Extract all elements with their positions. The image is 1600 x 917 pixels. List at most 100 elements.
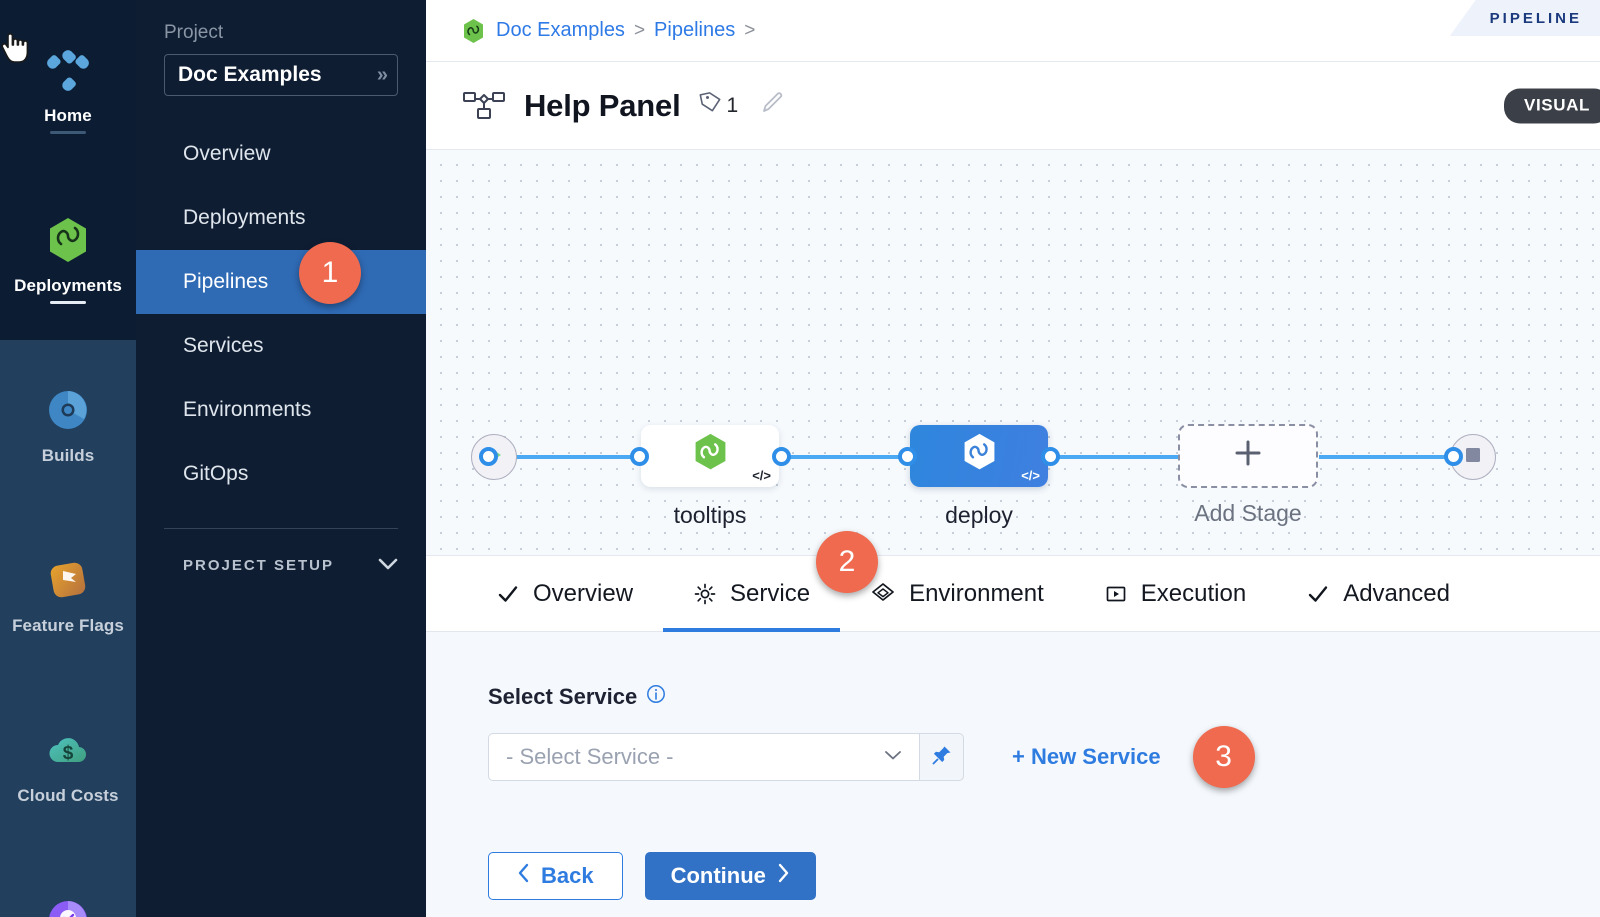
feature-flags-icon bbox=[42, 554, 94, 606]
breadcrumb-separator: > bbox=[633, 19, 646, 41]
tag-icon bbox=[697, 90, 723, 121]
sidebar-item-deployments[interactable]: Deployments bbox=[136, 186, 426, 250]
stage-node-tooltips[interactable]: </> bbox=[641, 425, 779, 487]
port-deploy-out[interactable] bbox=[1041, 447, 1060, 466]
chevron-left-icon bbox=[517, 863, 530, 889]
callout-number: 3 bbox=[1215, 740, 1232, 773]
rail-item-home[interactable]: Home bbox=[0, 0, 136, 170]
harness-hex-white-icon bbox=[959, 431, 1000, 481]
rail-item-label: Deployments bbox=[14, 276, 122, 296]
wire-deploy-to-addstage bbox=[1056, 455, 1178, 459]
sidebar-item-gitops[interactable]: GitOps bbox=[136, 442, 426, 506]
chevron-down-icon bbox=[883, 748, 903, 766]
continue-button[interactable]: Continue bbox=[644, 852, 816, 900]
layers-diamond-icon bbox=[870, 581, 896, 607]
mode-badge-visual[interactable]: VISUAL bbox=[1504, 88, 1600, 123]
sidebar-item-environments[interactable]: Environments bbox=[136, 378, 426, 442]
sidebar-item-services[interactable]: Services bbox=[136, 314, 426, 378]
callout-number: 2 bbox=[838, 545, 856, 578]
rail-item-deployments[interactable]: Deployments bbox=[0, 170, 136, 340]
rail-item-feature-flags[interactable]: Feature Flags bbox=[0, 510, 136, 680]
tab-overview[interactable]: Overview bbox=[466, 556, 663, 632]
pencil-icon[interactable] bbox=[758, 89, 786, 122]
rail-item-label: Feature Flags bbox=[12, 616, 124, 636]
pipeline-nodes-icon bbox=[462, 90, 506, 122]
tab-execution[interactable]: Execution bbox=[1074, 556, 1276, 632]
pipeline-ribbon: PIPELINE bbox=[1449, 0, 1600, 36]
pipeline-ribbon-label: PIPELINE bbox=[1489, 9, 1582, 27]
project-nav: Project Doc Examples » Overview Deployme… bbox=[136, 0, 426, 917]
breadcrumb-separator: > bbox=[744, 19, 756, 41]
continue-button-label: Continue bbox=[670, 863, 766, 888]
service-form: Select Service - Select Service - bbox=[426, 632, 1600, 917]
cloud-costs-icon: $ bbox=[42, 724, 94, 776]
breadcrumb-bar: Doc Examples > Pipelines > PIPELINE bbox=[426, 0, 1600, 62]
home-diamond-icon bbox=[42, 44, 94, 96]
chevron-double-right-icon: » bbox=[376, 63, 388, 86]
port-tooltips-out[interactable] bbox=[772, 447, 791, 466]
wire-addstage-to-end bbox=[1319, 455, 1452, 459]
wire-tooltips-to-deploy bbox=[786, 455, 915, 459]
breadcrumb-item-1[interactable]: Pipelines bbox=[654, 19, 736, 41]
callout-badge-2: 2 bbox=[816, 531, 878, 593]
sidebar-item-label: GitOps bbox=[183, 462, 249, 485]
port-deploy-in[interactable] bbox=[898, 447, 917, 466]
harness-hex-icon bbox=[462, 18, 485, 44]
stage-caption-deploy: deploy bbox=[945, 502, 1013, 528]
pin-icon bbox=[931, 744, 953, 771]
tab-label: Environment bbox=[909, 579, 1044, 607]
rail-item-cloud-costs[interactable]: $ Cloud Costs bbox=[0, 680, 136, 850]
select-service-placeholder: - Select Service - bbox=[506, 744, 674, 769]
port-end-in[interactable] bbox=[1444, 447, 1463, 466]
check-icon bbox=[1306, 582, 1330, 606]
tab-service[interactable]: Service bbox=[663, 556, 841, 632]
breadcrumb-item-0[interactable]: Doc Examples bbox=[496, 19, 625, 41]
tab-advanced[interactable]: Advanced bbox=[1276, 556, 1480, 632]
port-start-out[interactable] bbox=[479, 447, 498, 466]
select-service-row: - Select Service - + New Service bbox=[488, 726, 1600, 788]
chevron-down-icon bbox=[378, 555, 398, 575]
tab-label: Advanced bbox=[1343, 579, 1450, 607]
sidebar-item-overview[interactable]: Overview bbox=[136, 122, 426, 186]
tag-count: 1 bbox=[726, 93, 739, 117]
select-service-label: Select Service bbox=[488, 684, 638, 709]
rail-item-builds[interactable]: Builds bbox=[0, 340, 136, 510]
sidebar-item-pipelines[interactable]: Pipelines bbox=[136, 250, 426, 314]
add-stage-caption: Add Stage bbox=[1194, 500, 1302, 526]
back-button[interactable]: Back bbox=[488, 852, 623, 900]
tab-label: Overview bbox=[533, 579, 634, 607]
callout-number: 1 bbox=[321, 256, 339, 289]
add-stage-button[interactable] bbox=[1178, 424, 1318, 488]
sidebar-divider bbox=[164, 528, 398, 529]
sidebar-item-label: Pipelines bbox=[183, 270, 269, 293]
select-service-label-row: Select Service bbox=[488, 684, 1600, 710]
service-reliability-icon bbox=[42, 894, 94, 917]
stop-square-icon bbox=[1463, 445, 1483, 470]
new-service-link[interactable]: + New Service bbox=[1012, 744, 1161, 769]
select-service-input[interactable]: - Select Service - bbox=[488, 733, 920, 781]
mouse-cursor-pointer-icon bbox=[0, 32, 30, 73]
pin-service-button[interactable] bbox=[920, 733, 964, 781]
sidebar-item-label: Services bbox=[183, 334, 264, 357]
sidebar-item-label: Environments bbox=[183, 398, 312, 421]
callout-badge-1: 1 bbox=[299, 242, 361, 304]
port-tooltips-in[interactable] bbox=[630, 447, 649, 466]
sidebar-item-label: Overview bbox=[183, 142, 271, 165]
sidebar-project-setup[interactable]: PROJECT SETUP bbox=[136, 555, 426, 575]
project-selector[interactable]: Doc Examples » bbox=[164, 54, 398, 96]
rail-item-service-reliability[interactable]: Service Reliability bbox=[0, 850, 136, 917]
tab-environment[interactable]: Environment bbox=[840, 556, 1074, 632]
page-title: Help Panel bbox=[524, 87, 681, 123]
pipeline-canvas[interactable]: </> tooltips </> deploy bbox=[426, 150, 1600, 556]
svg-text:$: $ bbox=[63, 743, 74, 764]
rail-item-label: Builds bbox=[41, 446, 95, 466]
stage-node-deploy[interactable]: </> bbox=[910, 425, 1048, 487]
gear-icon bbox=[693, 582, 717, 606]
rail-item-label: Home bbox=[44, 106, 92, 126]
info-icon[interactable] bbox=[646, 684, 666, 710]
tab-label: Execution bbox=[1140, 579, 1247, 607]
wire-start-to-tooltips bbox=[494, 455, 638, 459]
yaml-code-badge: </> bbox=[1021, 468, 1040, 483]
tag-count-group[interactable]: 1 bbox=[697, 90, 739, 121]
